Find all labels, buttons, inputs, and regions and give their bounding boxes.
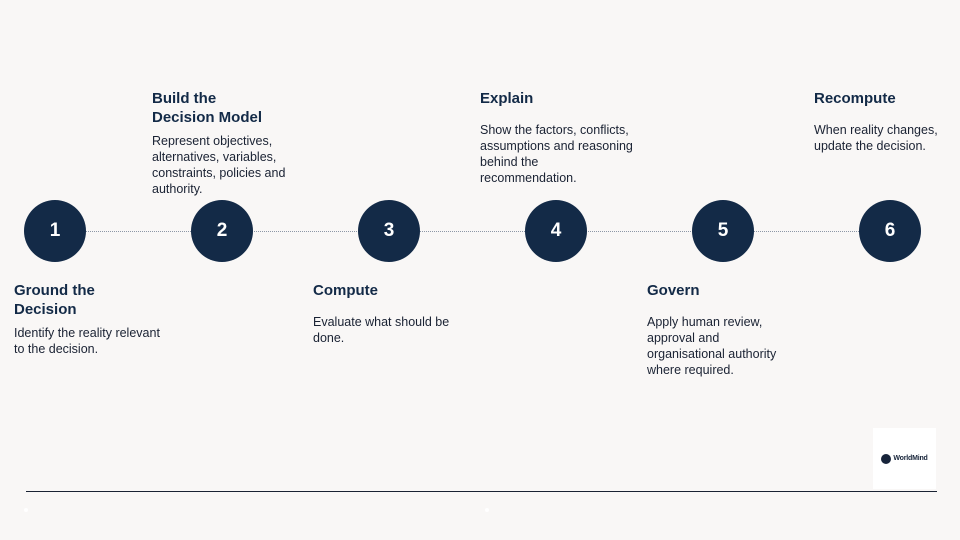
step-node-1: 1: [24, 200, 86, 262]
step-node-3: 3: [358, 200, 420, 262]
step-number: 4: [550, 220, 562, 241]
step-description: Identify the reality relevant to the dec…: [14, 326, 160, 356]
worldmind-logo: WorldMind: [873, 428, 936, 489]
step-description: Evaluate what should be done.: [313, 315, 450, 345]
step-number: 1: [49, 220, 61, 241]
step-title: Recompute: [814, 90, 896, 107]
step-text-6: Recompute When reality changes, update t…: [814, 89, 954, 154]
step-text-3: Compute Evaluate what should be done.: [313, 281, 473, 346]
timeline-connector: [56, 231, 891, 232]
step-number: 2: [216, 220, 228, 241]
step-node-5: 5: [692, 200, 754, 262]
step-description: Show the factors, conflicts, assumptions…: [480, 123, 633, 185]
step-title: Ground the Decision: [14, 282, 95, 318]
step-node-2: 2: [191, 200, 253, 262]
step-title: Explain: [480, 90, 534, 107]
logo-mark-icon: [881, 453, 892, 464]
step-title: Build the Decision Model: [152, 90, 263, 126]
step-text-5: Govern Apply human review, approval and …: [647, 281, 797, 378]
step-description: Apply human review, approval and organis…: [647, 315, 777, 377]
step-node-6: 6: [859, 200, 921, 262]
footer-divider: [26, 491, 937, 492]
step-text-1: Ground the Decision Identify the reality…: [14, 281, 164, 357]
step-number: 6: [884, 220, 896, 241]
step-title: Compute: [313, 282, 378, 299]
step-description: Represent objectives, alternatives, vari…: [152, 134, 286, 196]
step-text-4: Explain Show the factors, conflicts, ass…: [480, 89, 645, 186]
step-description: When reality changes, update the decisio…: [814, 123, 938, 153]
step-number: 5: [717, 220, 729, 241]
step-number: 3: [383, 220, 395, 241]
footer-dot-center: [485, 508, 489, 512]
footer-dot-left: [24, 508, 28, 512]
logo-text: WorldMind: [893, 455, 928, 462]
step-node-4: 4: [525, 200, 587, 262]
step-text-2: Build the Decision Model Represent objec…: [152, 89, 302, 197]
step-title: Govern: [647, 282, 700, 299]
